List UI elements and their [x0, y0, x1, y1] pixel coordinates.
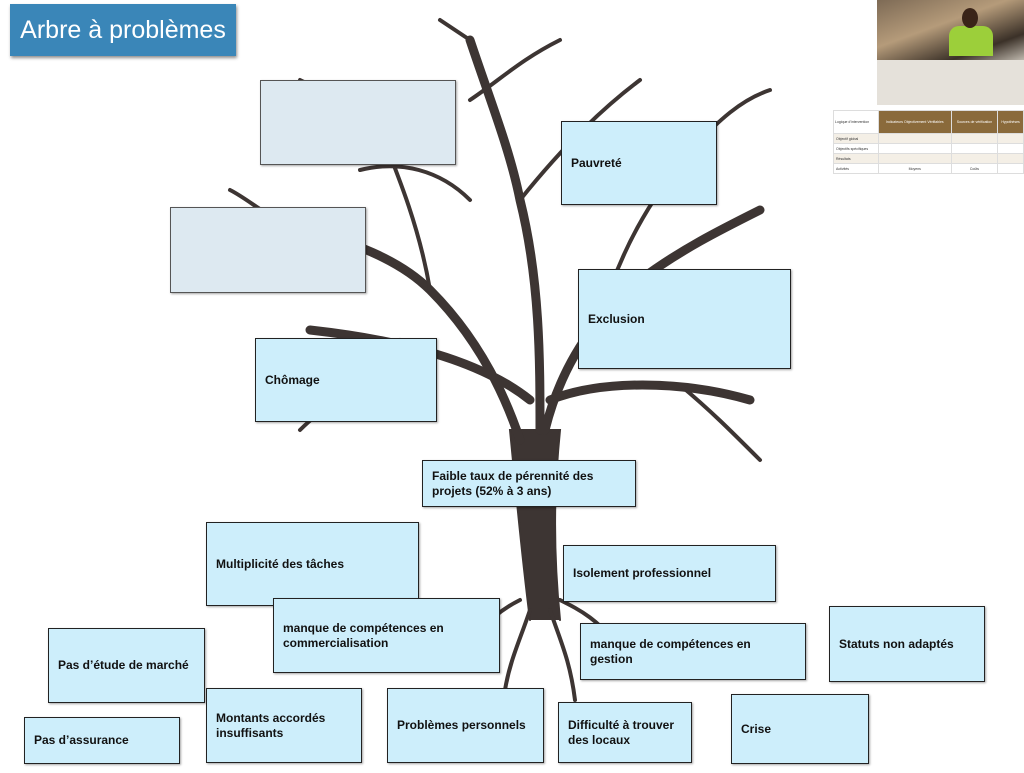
- empty-effect-box-1[interactable]: [260, 80, 456, 165]
- cause-isolement[interactable]: Isolement professionnel: [563, 545, 776, 602]
- cause-crise[interactable]: Crise: [731, 694, 869, 764]
- cause-etude-marche[interactable]: Pas d’étude de marché: [48, 628, 205, 703]
- core-problem[interactable]: Faible taux de pérennité des projets (52…: [422, 460, 636, 507]
- cause-statuts[interactable]: Statuts non adaptés: [829, 606, 985, 682]
- cause-multiplicite[interactable]: Multiplicité des tâches: [206, 522, 419, 606]
- cause-commercialisation[interactable]: manque de compétences en commercialisati…: [273, 598, 500, 673]
- empty-effect-box-2[interactable]: [170, 207, 366, 293]
- effect-pauvrete[interactable]: Pauvreté: [561, 121, 717, 205]
- effect-chomage[interactable]: Chômage: [255, 338, 437, 422]
- cause-gestion[interactable]: manque de compétences en gestion: [580, 623, 806, 680]
- cause-problemes-personnels[interactable]: Problèmes personnels: [387, 688, 544, 763]
- cause-montants[interactable]: Montants accordés insuffisants: [206, 688, 362, 763]
- cause-assurance[interactable]: Pas d’assurance: [24, 717, 180, 764]
- photo-thumbnail: [877, 0, 1024, 105]
- effect-exclusion[interactable]: Exclusion: [578, 269, 791, 369]
- slide-title: Arbre à problèmes: [10, 4, 236, 56]
- tree-trunk: [508, 429, 562, 621]
- cause-locaux[interactable]: Difficulté à trouver des locaux: [558, 702, 692, 763]
